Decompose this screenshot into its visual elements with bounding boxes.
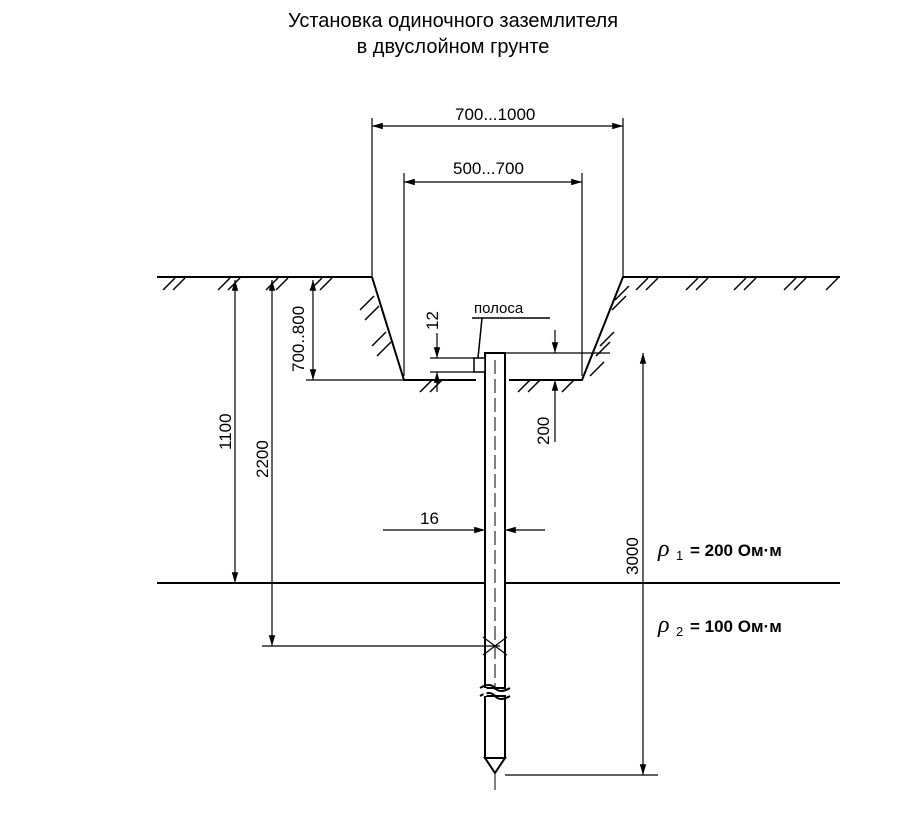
strip-label: полоса [474,300,524,317]
dim-top-width-label: 700...1000 [455,105,535,124]
title-line-2: в двуслойном грунте [356,36,550,58]
rho2-value: = 100 Ом·м [690,617,782,636]
dim-mark-depth-label: 2200 [253,440,272,478]
dim-trench-depth-label: 700..800 [289,306,308,372]
layer-2-resistivity: ρ 2 = 100 Ом·м [657,612,782,639]
rho1-value: = 200 Ом·м [690,541,782,560]
layer-1-resistivity: ρ 1 = 200 Ом·м [657,536,782,563]
dim-bottom-width [403,173,583,376]
dim-trench-depth [306,280,404,381]
dim-rod-length-label: 3000 [623,537,642,575]
rho1-subscript: 1 [676,548,683,563]
rho1-symbol: ρ [657,536,670,562]
dim-mark-depth [262,280,508,656]
dim-rod-below [505,330,610,442]
dim-layer-depth-label: 1100 [216,413,235,450]
ground-hatching [162,277,839,393]
dim-rod-diameter-label: 16 [420,509,439,528]
dim-strip-offset-label: 12 [423,311,442,330]
dim-bottom-width-label: 500...700 [453,159,524,178]
rho2-subscript: 2 [676,624,683,639]
rho2-symbol: ρ [657,612,670,638]
dim-top-width [371,118,624,277]
strip [472,317,550,373]
dim-rod-length [505,353,658,776]
ground-rod [479,352,511,775]
diagram-title: Установка одиночного заземлителя в двусл… [0,8,906,60]
dim-strip-offset [430,333,474,392]
dim-rod-below-label: 200 [534,417,553,445]
title-line-1: Установка одиночного заземлителя [287,10,619,32]
